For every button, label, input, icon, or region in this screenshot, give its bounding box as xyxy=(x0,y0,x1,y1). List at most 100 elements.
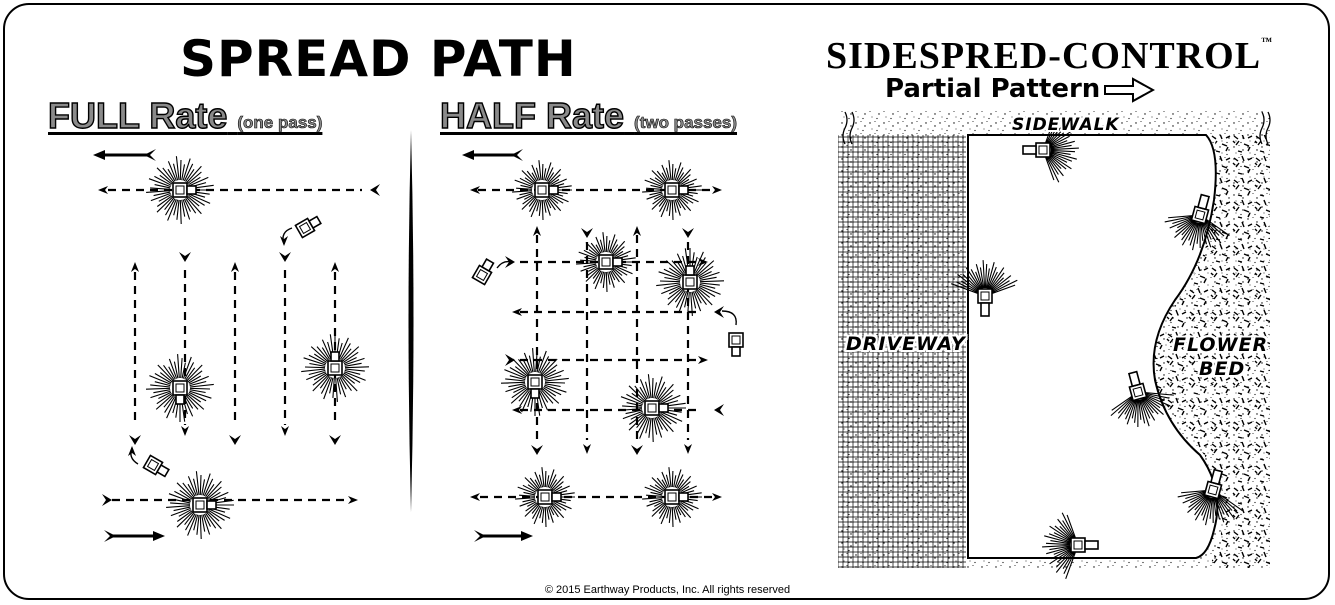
break-marks xyxy=(842,111,1271,145)
fletching-icon xyxy=(104,530,116,542)
spread-rays xyxy=(656,248,725,316)
spreader-handle xyxy=(1196,193,1211,211)
fletching-icon xyxy=(682,228,694,238)
spread-rays xyxy=(642,467,702,528)
arrow-down-icon xyxy=(281,426,289,436)
spreader-icon xyxy=(642,467,702,528)
fletching-icon xyxy=(474,530,486,542)
fletching-icon xyxy=(229,435,241,445)
spreader-icon xyxy=(1164,193,1230,251)
spreader-icon xyxy=(642,160,702,221)
full-rate-label: FULL Rate xyxy=(47,94,228,136)
spreader-icon xyxy=(294,215,322,239)
full-rate-diagram xyxy=(93,149,380,542)
lawn-area xyxy=(967,134,1219,559)
fletching-icon xyxy=(129,435,141,445)
spread-rays xyxy=(1164,215,1230,251)
arrow-up-icon xyxy=(633,226,641,236)
arrow-left-icon xyxy=(470,186,480,194)
flower-label: FLOWER xyxy=(1173,334,1269,356)
half-rate-label: HALF Rate xyxy=(439,94,625,136)
spreader-handle xyxy=(612,257,623,267)
spreader-icon xyxy=(1042,512,1099,579)
spreader-handle xyxy=(530,388,540,399)
spreader-handle xyxy=(731,346,741,357)
fletching-icon xyxy=(714,404,724,416)
spreader-lid xyxy=(540,492,550,502)
spreader-lid xyxy=(647,403,657,413)
arrow-right-icon xyxy=(348,496,358,504)
spreader-lid xyxy=(667,185,677,195)
spreader-icon xyxy=(145,354,214,422)
spreader-handle xyxy=(1127,370,1142,388)
spreader-lid xyxy=(298,221,312,235)
arrow-icon xyxy=(93,150,105,160)
spreader-handle xyxy=(678,492,689,502)
half-rate-heading: HALF Rate (two passes) xyxy=(439,94,738,137)
page-title: SPREAD PATH xyxy=(180,30,577,88)
spreader-handle xyxy=(685,265,695,276)
spreader-lid xyxy=(475,268,489,282)
arrow-up-icon xyxy=(128,446,136,456)
spreader-handle xyxy=(980,302,990,317)
arrow-up-icon xyxy=(533,226,541,236)
spread-rays xyxy=(301,334,370,402)
spreader-lid xyxy=(175,383,185,393)
spreader-icon xyxy=(166,471,234,540)
driveway-area xyxy=(838,135,966,568)
spreader-lid xyxy=(530,377,540,387)
spreader-handle xyxy=(206,500,217,510)
spreader-icon xyxy=(471,258,495,286)
outer-frame xyxy=(3,3,1330,600)
spreader-icon xyxy=(576,232,636,293)
spreader-icon xyxy=(618,374,686,443)
spreader-icon xyxy=(301,334,370,402)
spreader-lid xyxy=(667,492,677,502)
spreader-lid xyxy=(731,335,741,345)
spreader-handle xyxy=(1022,145,1037,155)
arrow-up-icon xyxy=(131,262,139,272)
fletching-icon xyxy=(631,445,643,455)
side-spread-map xyxy=(838,111,1271,579)
spreader-lid xyxy=(195,500,205,510)
spreader-icon xyxy=(1110,370,1174,428)
arrow-right-icon xyxy=(712,493,722,501)
subtitle-text: Partial Pattern xyxy=(885,74,1101,104)
spread-rays xyxy=(1042,512,1076,579)
brand-name: SIDESPRED-CONTROL xyxy=(826,35,1262,77)
spreader-lid xyxy=(330,363,340,373)
spreader-icon xyxy=(1022,116,1079,183)
full-rate-note: (one pass) xyxy=(237,113,323,133)
spreader-handle xyxy=(186,185,197,195)
arrow-left-icon xyxy=(470,493,480,501)
spreader-lid xyxy=(1194,209,1206,221)
spreader-handle xyxy=(480,258,495,273)
spread-rays xyxy=(576,232,636,293)
spread-rays xyxy=(1110,392,1174,428)
spread-rays xyxy=(951,260,1018,294)
spread-rays xyxy=(146,156,214,225)
spreader-handle xyxy=(175,394,185,405)
spreader-handle xyxy=(548,185,559,195)
sidewalk-label: SIDEWALK xyxy=(1012,115,1120,135)
spreader-lid xyxy=(1207,484,1219,496)
arrow-icon xyxy=(462,150,474,160)
spreader-lid xyxy=(601,257,611,267)
arrow-right-icon xyxy=(712,186,722,194)
arrow-down-icon xyxy=(280,236,288,246)
fletching-icon xyxy=(581,228,593,238)
spreader-handle xyxy=(1084,540,1099,550)
half-rate-note: (two passes) xyxy=(634,113,738,133)
arrow-up-icon xyxy=(331,262,339,272)
spreader-icon xyxy=(656,248,725,316)
trademark-symbol: ™ xyxy=(1261,36,1274,48)
arrow-left-icon xyxy=(512,406,522,414)
spread-rays xyxy=(512,160,572,221)
spreader-icon xyxy=(142,454,170,478)
spread-rays xyxy=(145,354,214,422)
spreader-icon xyxy=(951,260,1018,317)
spread-rays xyxy=(500,348,569,416)
fletching-icon xyxy=(102,494,112,506)
copyright-notice: © 2015 Earthway Products, Inc. All right… xyxy=(544,584,791,596)
